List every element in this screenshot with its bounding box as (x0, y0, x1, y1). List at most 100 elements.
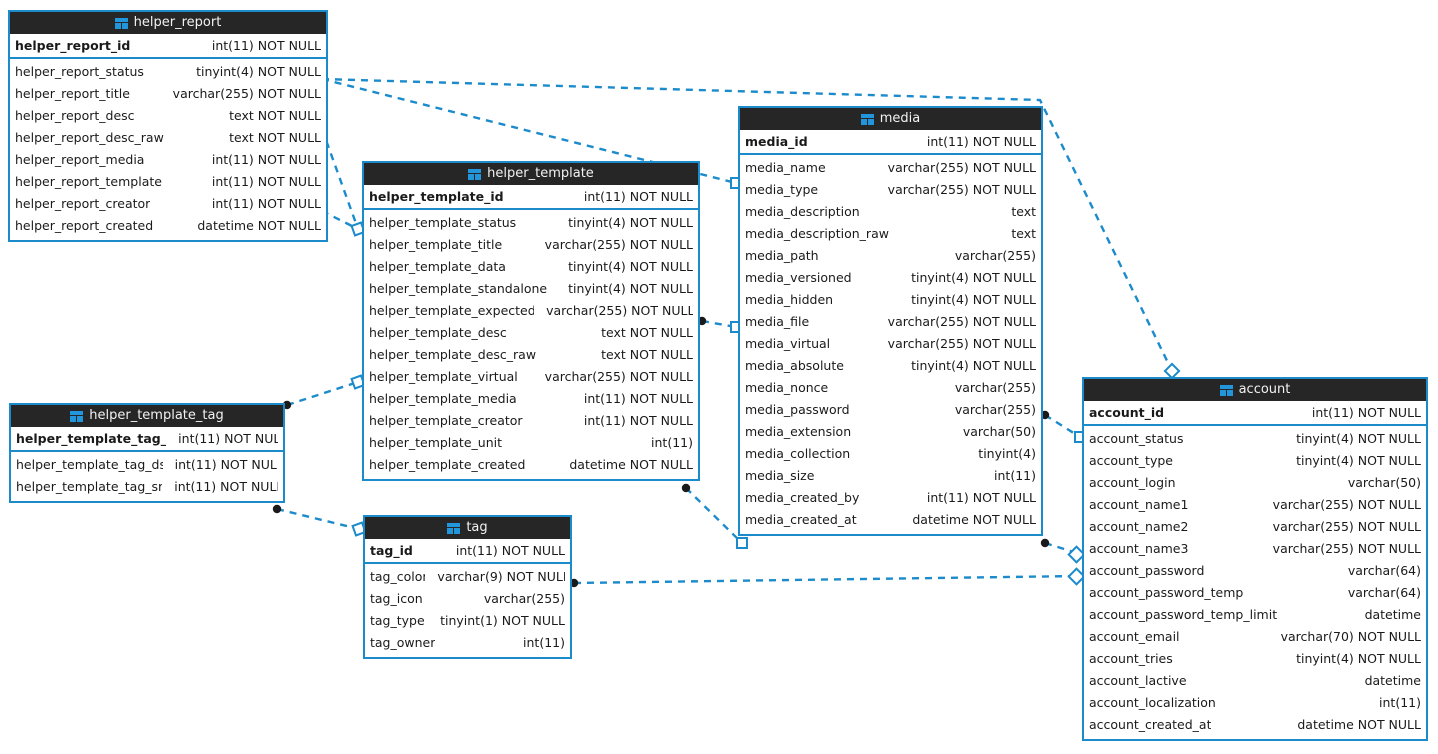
table-icon (468, 168, 482, 180)
table-row: media_file varchar(255) NOT NULL (740, 311, 1041, 333)
column-type: int(11) NOT NULL (583, 391, 693, 406)
column-type: tinyint(4) NOT NULL (568, 281, 693, 296)
column-type: int(11) NOT NULL (211, 152, 321, 167)
column-name: account_lactive (1089, 673, 1187, 688)
column-type: int(11) NOT NULL (583, 413, 693, 428)
column-type: varchar(255) (483, 591, 565, 606)
column-type: int(11) (1379, 695, 1421, 710)
entity-helper_template[interactable]: helper_template helper_template_id int(1… (362, 161, 700, 481)
entity-title: helper_report (133, 15, 222, 30)
column-type: varchar(64) (1347, 585, 1421, 600)
table-icon (70, 410, 84, 422)
column-name: helper_template_media (369, 391, 517, 406)
column-type: int(11) NOT NULL (455, 543, 565, 558)
column-type: tinyint(4) NOT NULL (1296, 453, 1421, 468)
column-name: account_status (1089, 431, 1184, 446)
table-row: tag_type tinyint(1) NOT NULL (365, 610, 570, 632)
column-type: int(11) NOT NULL (178, 431, 278, 446)
column-type: int(11) (994, 468, 1036, 483)
column-name: helper_report_status (15, 64, 144, 79)
entity-header-helper_template_tag: helper_template_tag (11, 405, 283, 427)
entity-title: media (879, 111, 921, 126)
column-name: media_collection (745, 446, 851, 461)
column-name: media_name (745, 160, 826, 175)
column-name: media_description_raw (745, 226, 889, 241)
table-row: helper_template_desc text NOT NULL (364, 322, 698, 344)
column-name: helper_report_created (15, 218, 154, 233)
edge-media-account-a (1044, 413, 1081, 439)
column-name: helper_template_desc (369, 325, 507, 340)
column-type: varchar(9) NOT NULL (437, 569, 565, 584)
column-type: varchar(255) NOT NULL (544, 369, 693, 384)
column-name: helper_template_created (369, 457, 526, 472)
entity-media[interactable]: media media_id int(11) NOT NULL media_na… (738, 106, 1043, 536)
table-row: helper_report_created datetime NOT NULL (10, 215, 326, 237)
column-name: account_tries (1089, 651, 1173, 666)
edge-helper_template-media-b (685, 487, 743, 544)
column-name: helper_report_media (15, 152, 145, 167)
column-name: media_description (745, 204, 860, 219)
column-name: helper_template_data (369, 259, 506, 274)
column-type: tinyint(1) NOT NULL (440, 613, 565, 628)
entity-header-account: account (1084, 379, 1426, 401)
column-type: tinyint(4) NOT NULL (568, 215, 693, 230)
column-name: media_extension (745, 424, 852, 439)
column-type: varchar(50) (1347, 475, 1421, 490)
column-name: account_name3 (1089, 541, 1189, 556)
column-type: datetime NOT NULL (1297, 717, 1421, 732)
column-name: account_id (1089, 405, 1165, 420)
table-row: helper_template_data tinyint(4) NOT NULL (364, 256, 698, 278)
column-name: helper_report_title (15, 86, 130, 101)
entity-account[interactable]: account account_id int(11) NOT NULL acco… (1082, 377, 1428, 741)
entity-header-helper_report: helper_report (10, 12, 326, 34)
entity-helper_template_tag[interactable]: helper_template_tag helper_template_tag_… (9, 403, 285, 503)
column-name: helper_report_creator (15, 196, 151, 211)
column-type: varchar(255) (954, 248, 1036, 263)
column-type: tinyint(4) NOT NULL (1296, 651, 1421, 666)
primary-key-row: helper_template_tag_id int(11) NOT NULL (11, 427, 283, 452)
column-type: text NOT NULL (601, 325, 693, 340)
column-name: media_file (745, 314, 810, 329)
column-type: datetime NOT NULL (197, 218, 321, 233)
entity-helper_report[interactable]: helper_report helper_report_id int(11) N… (8, 10, 328, 242)
column-name: account_password (1089, 563, 1205, 578)
column-name: tag_id (370, 543, 413, 558)
column-name: account_created_at (1089, 717, 1212, 732)
column-name: media_virtual (745, 336, 831, 351)
table-row: account_id int(11) NOT NULL (1084, 401, 1426, 424)
column-type: varchar(255) NOT NULL (887, 314, 1036, 329)
column-type: tinyint(4) NOT NULL (568, 259, 693, 274)
column-type: text NOT NULL (229, 108, 321, 123)
column-list: account_status tinyint(4) NOT NULL accoun… (1084, 426, 1426, 739)
column-name: helper_template_title (369, 237, 503, 252)
column-type: int(11) NOT NULL (174, 457, 278, 472)
table-row: tag_icon varchar(255) (365, 588, 570, 610)
column-type: int(11) NOT NULL (1311, 405, 1421, 420)
column-type: text NOT NULL (229, 130, 321, 145)
column-name: tag_icon (370, 591, 423, 606)
column-name: tag_type (370, 613, 425, 628)
column-name: media_type (745, 182, 819, 197)
